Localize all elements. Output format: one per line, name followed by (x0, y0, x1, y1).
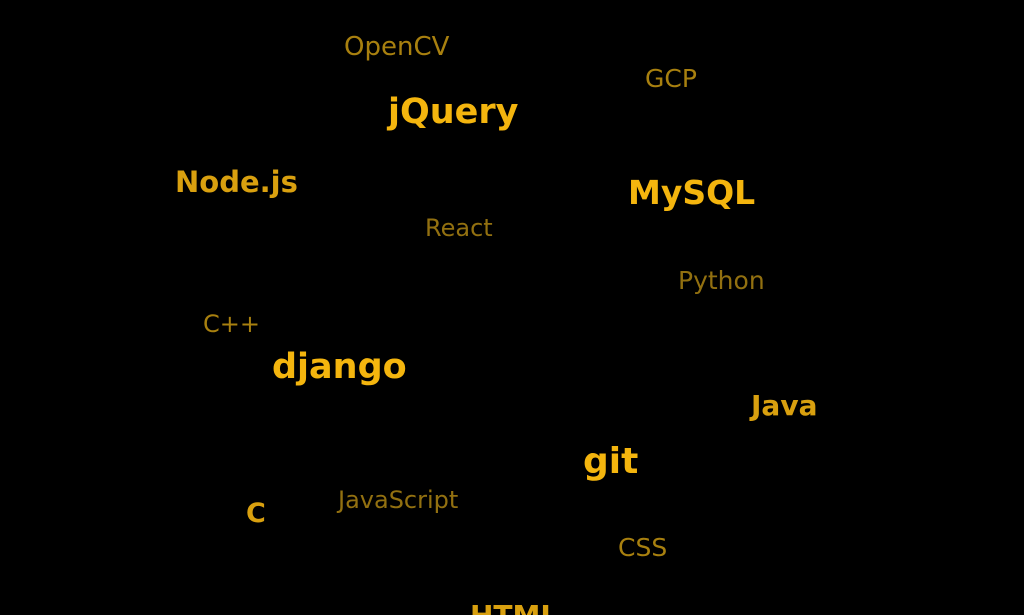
tag-java[interactable]: Java (751, 389, 818, 422)
tag-gcp[interactable]: GCP (645, 64, 697, 93)
tag-react[interactable]: React (425, 214, 493, 242)
tag-django[interactable]: django (272, 347, 407, 387)
tag-mysql[interactable]: MySQL (628, 173, 756, 212)
tag-javascript[interactable]: JavaScript (338, 486, 459, 514)
tag-git[interactable]: git (583, 441, 639, 482)
tag-c[interactable]: C (246, 498, 266, 529)
tag-jquery[interactable]: jQuery (388, 92, 519, 132)
tag-opencv[interactable]: OpenCV (344, 32, 450, 62)
tag-css[interactable]: CSS (618, 533, 668, 562)
tag-nodejs[interactable]: Node.js (175, 165, 298, 199)
tag-python[interactable]: Python (678, 266, 765, 295)
tag-html[interactable]: HTML (470, 602, 558, 615)
tag-cpp[interactable]: C++ (203, 310, 260, 338)
